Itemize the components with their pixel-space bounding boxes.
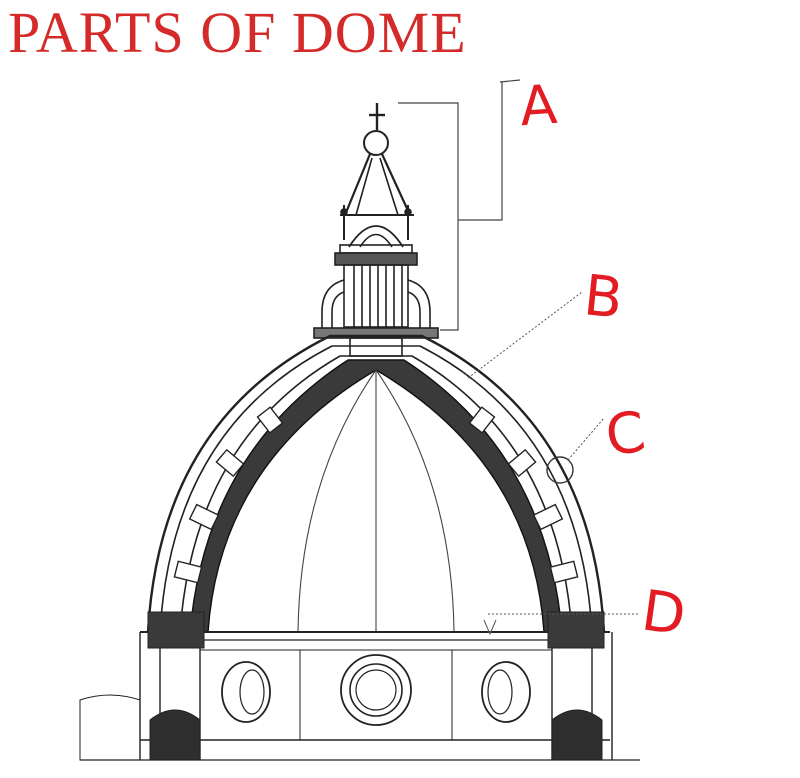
lantern <box>313 103 439 357</box>
dome-ribs <box>173 406 579 584</box>
label-c: C <box>601 399 650 470</box>
diagram-title: PARTS OF DOME <box>8 0 467 65</box>
interior-vault <box>297 369 455 633</box>
label-b: B <box>580 263 626 332</box>
leader-lines <box>461 291 640 636</box>
drum <box>79 611 640 761</box>
label-a: A <box>517 72 560 139</box>
label-d: D <box>637 578 690 649</box>
bracket-lantern <box>398 79 521 331</box>
